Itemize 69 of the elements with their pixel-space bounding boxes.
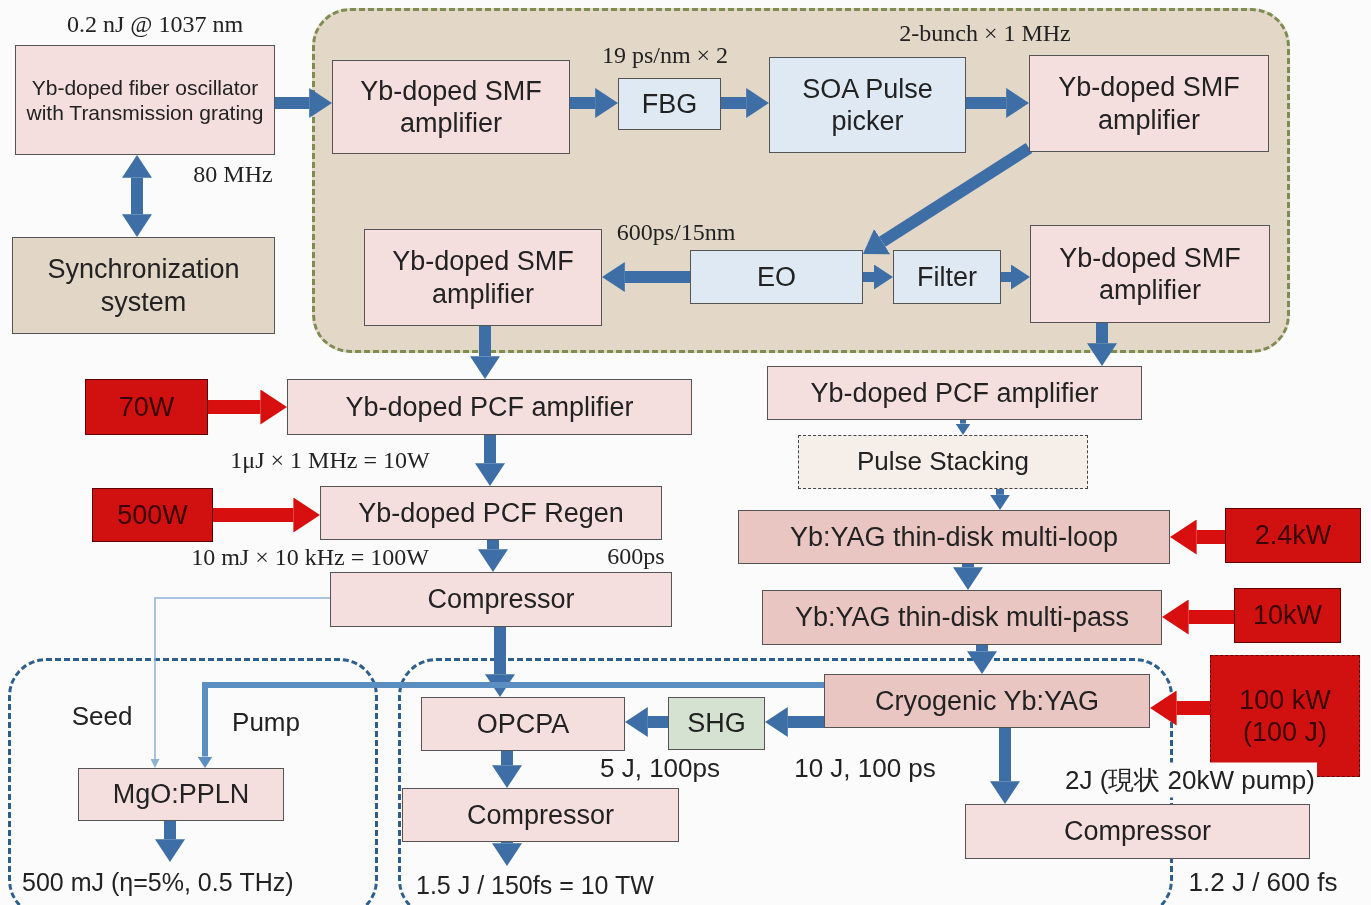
process-box: Compressor (965, 804, 1310, 859)
arrow (1150, 690, 1210, 726)
annotation-text: 1.2 J / 600 fs (1188, 866, 1338, 898)
arrow (122, 155, 152, 237)
arrow (721, 88, 769, 118)
process-box: Compressor (330, 572, 672, 627)
output-text: 500 mJ (η=5%, 0.5 THz) (22, 862, 382, 902)
process-box: SHG (668, 697, 765, 750)
process-box: EO (690, 250, 863, 304)
arrow (625, 707, 668, 737)
arrow (275, 88, 332, 118)
arrow (1170, 519, 1225, 555)
arrow (208, 389, 287, 425)
pump-power-box: 10kW (1234, 588, 1341, 643)
arrow (570, 88, 618, 118)
arrow (478, 540, 508, 572)
process-box: FBG (618, 78, 721, 130)
annotation-text: 600ps/15nm (616, 218, 736, 246)
arrow (470, 326, 500, 379)
arrow (1001, 264, 1030, 290)
arrow (1087, 323, 1117, 366)
annotation-text: 19 ps/nm × 2 (601, 41, 729, 69)
process-box: MgO:PPLN (78, 768, 284, 821)
arrow (966, 88, 1029, 118)
arrow (863, 264, 893, 290)
annotation-text: 2-bunch × 1 MHz (899, 19, 1071, 47)
arrow (602, 262, 690, 292)
arrow (953, 564, 983, 590)
process-box: Synchronization system (12, 237, 275, 334)
process-box: Yb-doped PCF amplifier (767, 366, 1142, 420)
arrow (475, 435, 505, 486)
process-box: Yb-doped fiber oscillator with Transmission grating (15, 45, 275, 155)
arrow (1162, 599, 1234, 635)
dashed-group-box (312, 8, 1290, 353)
process-box: Pulse Stacking (798, 435, 1088, 489)
edge-label: 2J (現状 20kW pump) (1063, 762, 1317, 798)
process-box: Filter (893, 250, 1001, 304)
pump-power-box: 70W (85, 379, 208, 435)
process-box: OPCPA (421, 697, 625, 751)
process-box: Yb-doped SMF amplifier (332, 60, 570, 154)
arrow (492, 751, 522, 788)
arrow (485, 627, 515, 697)
arrow (213, 497, 320, 533)
arrow (955, 420, 971, 435)
process-box: Yb-doped PCF amplifier (287, 379, 692, 435)
process-box: Yb-doped PCF Regen (320, 486, 662, 540)
annotation-text: 0.2 nJ @ 1037 nm (66, 10, 244, 38)
process-box: Cryogenic Yb:YAG (824, 674, 1150, 728)
annotation-text: 600ps (607, 542, 665, 570)
arrow (990, 489, 1010, 510)
process-box: Yb:YAG thin-disk multi-loop (738, 510, 1170, 564)
output-text: 1.5 J / 150fs = 10 TW (416, 866, 734, 904)
arrow (863, 142, 1033, 255)
pump-power-box: 2.4kW (1225, 508, 1361, 563)
process-box: Yb:YAG thin-disk multi-pass (762, 590, 1162, 645)
pump-power-box: 500W (92, 488, 213, 542)
arrow (150, 597, 331, 768)
process-box: Yb-doped SMF amplifier (1029, 55, 1269, 152)
process-box: Compressor (402, 788, 679, 842)
arrow (197, 682, 824, 768)
annotation-text: 80 MHz (193, 160, 273, 188)
arrow (765, 707, 824, 737)
process-box: Yb-doped SMF amplifier (1030, 225, 1270, 323)
process-box: Yb-doped SMF amplifier (364, 229, 602, 326)
process-box: SOA Pulse picker (769, 57, 966, 153)
arrow (990, 728, 1020, 804)
arrow (492, 842, 522, 866)
arrow (967, 645, 997, 674)
arrow (155, 821, 185, 862)
